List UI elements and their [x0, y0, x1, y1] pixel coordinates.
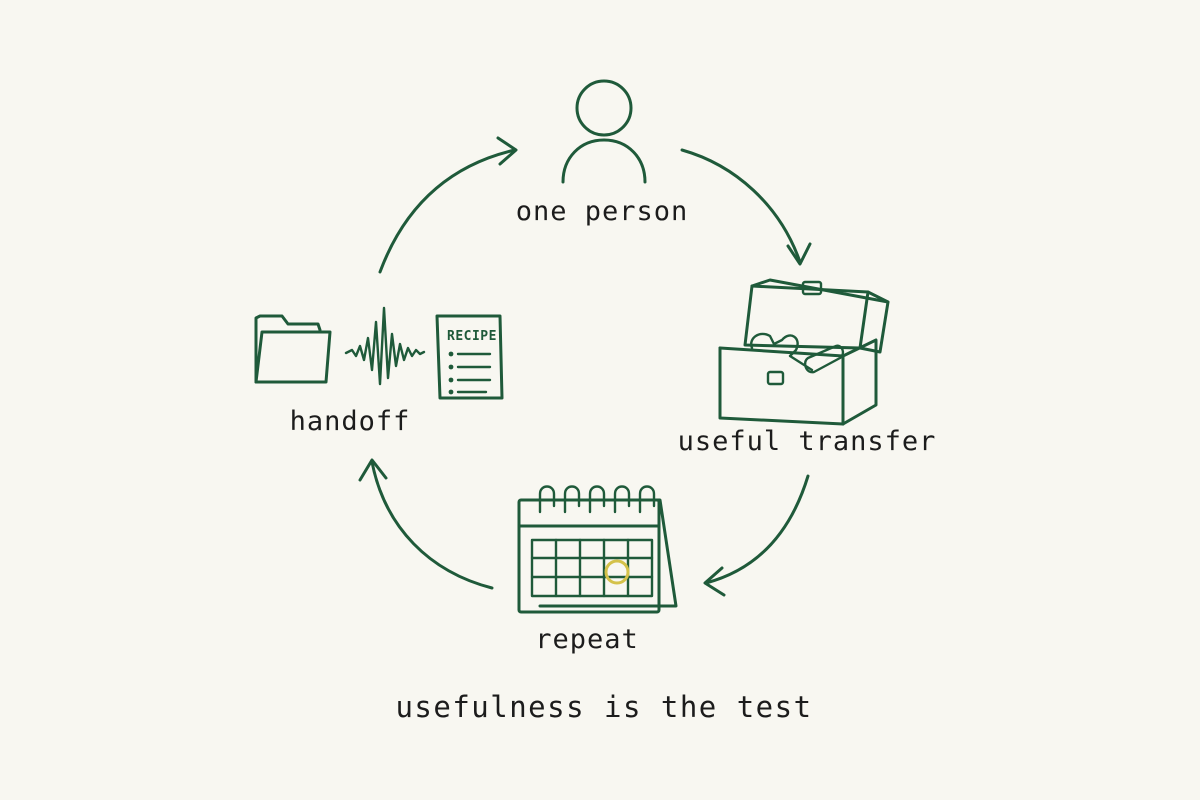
label-one-person: one person	[515, 196, 689, 227]
label-repeat: repeat	[535, 624, 639, 655]
calendar-icon	[517, 485, 678, 614]
arrow-handoff-to-person	[378, 136, 518, 274]
folder-icon	[254, 314, 332, 384]
recipe-document-icon: RECIPE	[435, 314, 504, 400]
arrow-transfer-to-repeat	[703, 474, 810, 597]
caption: usefulness is the test	[395, 690, 813, 724]
toolbox-icon	[718, 278, 890, 426]
arrow-person-to-transfer	[680, 148, 812, 266]
recipe-title: RECIPE	[447, 329, 497, 344]
label-useful-transfer: useful transfer	[677, 426, 937, 457]
person-icon	[561, 79, 647, 184]
label-handoff: handoff	[289, 406, 411, 437]
arrow-repeat-to-handoff	[358, 458, 494, 590]
sound-wave-icon	[344, 306, 426, 386]
